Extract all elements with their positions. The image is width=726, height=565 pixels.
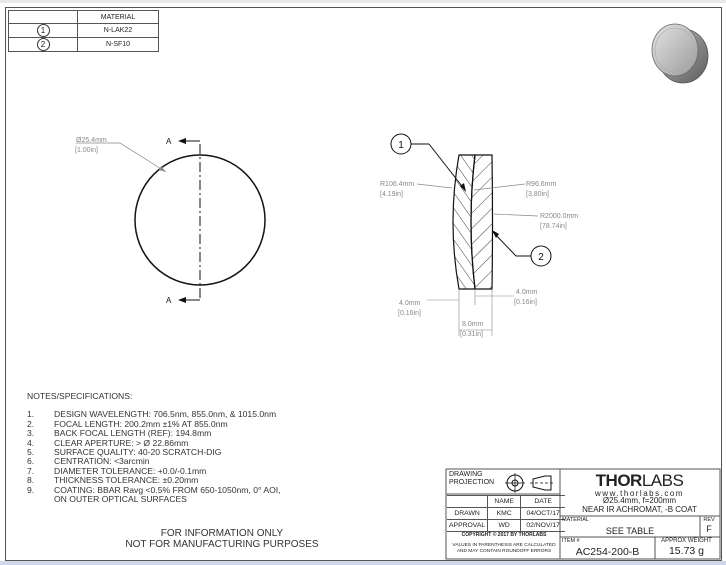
material-balloon-2: 2 (36, 38, 50, 51)
diameter-leader (76, 142, 167, 173)
drawing-projection-label: DRAWING PROJECTION (449, 471, 495, 486)
rounding-note: VALUES IN PARENTHESIS ARE CALCULATED AND… (452, 543, 556, 554)
window-top-bar (0, 0, 726, 3)
thickness-2-dimension: 4.0mm (516, 289, 538, 296)
approval-table: NAME DATE DRAWN KMC 04/OCT/17 APPROVAL W… (447, 495, 566, 532)
section-label-bottom: A (166, 296, 172, 305)
material-row: 2 N-SF10 (8, 37, 159, 52)
thickness-1-dimension-inch: [0.16in] (398, 310, 421, 317)
thickness-2-dimension-inch: [0.16in] (514, 299, 537, 306)
drawing-views: A A Ø25.4mm [1.00in] 1 2 R106.4mm [4.19i… (75, 133, 578, 338)
thorlabs-logo: THORLABS www.thorlabs.com (562, 472, 717, 498)
material-name: N-SF10 (77, 37, 159, 52)
drawing-sheet-border (5, 7, 722, 561)
thickness-1-dimension: 4.0mm (399, 300, 421, 307)
radius-1-dimension-inch: [4.19in] (380, 191, 403, 198)
diameter-dimension-inch: [1.00in] (75, 147, 98, 154)
item-number-field: ITEM # AC254-200-B (562, 538, 640, 558)
note-item: 8.THICKNESS TOLERANCE: ±0.20mm (27, 475, 199, 486)
note-item: 6.CENTRATION: <3arcmin (27, 456, 150, 467)
total-thickness-dimension: 8.0mm (462, 321, 484, 328)
radius-1-dimension: R106.4mm (380, 181, 414, 188)
radius-3-dimension-inch: [78.74in] (540, 223, 567, 230)
balloon-1-label: 1 (398, 140, 404, 151)
info-disclaimer: FOR INFORMATION ONLY NOT FOR MANUFACTURI… (125, 528, 319, 550)
approval-header-row: NAME DATE (447, 495, 566, 508)
window-bottom-bar (0, 561, 726, 565)
total-thickness-dimension-inch: [0.31in] (460, 331, 483, 338)
website-url: www.thorlabs.com (595, 489, 684, 498)
approval-row: APPROVAL WD 02/NOV/17 (447, 519, 566, 532)
diameter-dimension: Ø25.4mm (76, 137, 107, 144)
section-arrow-top (178, 138, 186, 144)
note-item: 5.SURFACE QUALITY: 40-20 SCRATCH-DIG (27, 447, 222, 458)
copyright-notice: COPYRIGHT © 2017 BY THORLABS (461, 532, 547, 538)
balloon-2-label: 2 (538, 252, 544, 263)
lens-3d-render (651, 23, 709, 84)
drawn-row: DRAWN KMC 04/OCT/17 (447, 507, 566, 520)
radius-3-dimension: R2000.0mm (540, 213, 578, 220)
approx-weight-field: APPROX WEIGHT 15.73 g (661, 538, 712, 557)
material-table: MATERIAL 1 N-LAK22 2 N-SF10 (8, 10, 159, 52)
lens-3d-face (651, 23, 699, 77)
radius-2-dimension-inch: [3.80in] (526, 191, 549, 198)
note-item: 7.DIAMETER TOLERANCE: +0.0/-0.1mm (27, 465, 207, 476)
section-arrow-bottom (178, 297, 186, 303)
notes-list: 1.DESIGN WAVELENGTH: 706.5nm, 855.0nm, &… (27, 409, 281, 505)
radius-2-dimension: R96.6mm (526, 181, 557, 188)
balloon-1-leader (428, 143, 466, 191)
material-field: MATERIAL SEE TABLE (562, 517, 655, 536)
note-item: 2.FOCAL LENGTH: 200.2mm ±1% AT 855.0nm (27, 418, 228, 429)
material-balloon-1: 1 (36, 24, 50, 37)
notes-specifications: NOTES/SPECIFICATIONS: 1.DESIGN WAVELENGT… (27, 391, 281, 505)
note-item: 4.CLEAR APERTURE: > Ø 22.86mm (27, 437, 189, 448)
note-item: 1.DESIGN WAVELENGTH: 706.5nm, 855.0nm, &… (27, 409, 277, 420)
note-item: ON OUTER OPTICAL SURFACES (54, 494, 187, 505)
note-item: 9.COATING: BBAR Ravg <0.5% FROM 650-1050… (27, 484, 281, 495)
section-label-top: A (166, 137, 172, 146)
note-item: 3.BACK FOCAL LENGTH (REF): 194.8mm (27, 428, 212, 439)
part-description: Ø25.4mm, f=200mm NEAR IR ACHROMAT, -B CO… (582, 496, 697, 514)
revision-field: REV F (703, 517, 715, 534)
notes-heading: NOTES/SPECIFICATIONS: (27, 391, 133, 401)
